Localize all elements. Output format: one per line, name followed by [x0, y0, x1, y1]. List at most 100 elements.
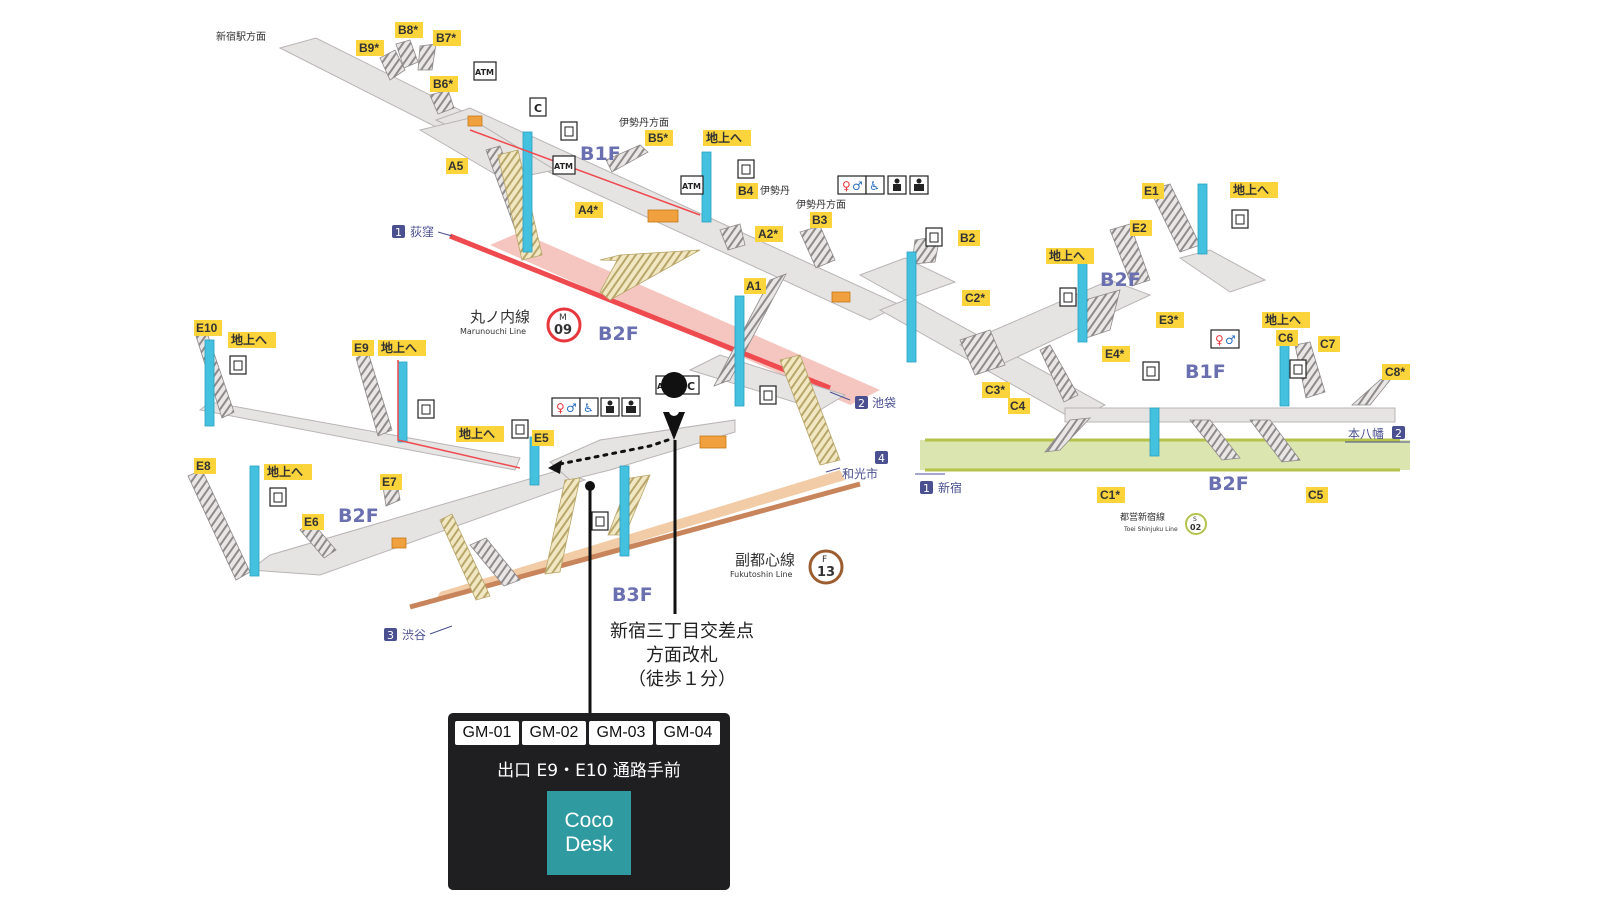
- svg-text:♀: ♀: [1215, 333, 1224, 347]
- svg-text:1: 1: [395, 226, 402, 239]
- svg-text:M: M: [559, 313, 567, 323]
- ground-exit-tag: 地上へ: [231, 332, 267, 347]
- baby-icon: [600, 397, 620, 417]
- ground-exit-tag: 地上へ: [1233, 182, 1269, 197]
- elevator-icon: [737, 159, 755, 179]
- toei-shinjuku-badge: 都営新宿線 Toei Shinjuku Line S 02: [1120, 511, 1207, 535]
- cocodesk-logo: Coco Desk: [547, 791, 631, 875]
- booth-codes: GM-01 GM-02 GM-03 GM-04: [455, 721, 720, 745]
- elevator-icon: [1289, 359, 1307, 379]
- svg-text:本八幡: 本八幡: [1348, 426, 1384, 441]
- callout-line-1: 新宿三丁目交差点: [610, 621, 754, 642]
- note-isetan: 伊勢丹: [760, 184, 790, 197]
- exit-tag: B4: [738, 184, 754, 198]
- svg-text:Toei Shinjuku Line: Toei Shinjuku Line: [1123, 526, 1178, 533]
- exit-tag: A5: [448, 159, 464, 173]
- shinjuku-platform: [920, 440, 1410, 470]
- exit-tag: B5*: [648, 131, 668, 145]
- fukutoshin-platform: [435, 470, 845, 602]
- svg-text:1: 1: [923, 482, 930, 495]
- red-passage-line: [469, 129, 701, 216]
- note-shinjuku-station: 新宿駅方面: [216, 30, 266, 43]
- svg-text:F: F: [822, 555, 827, 565]
- exit-tag: B8*: [398, 23, 418, 37]
- exit-tag: E6: [304, 515, 319, 529]
- exit-tag: B6*: [433, 77, 453, 91]
- location-pin-icon: [661, 372, 688, 440]
- svg-text:Marunouchi Line: Marunouchi Line: [460, 327, 526, 336]
- svg-text:13: 13: [817, 565, 835, 580]
- elevator-icon: [269, 487, 287, 507]
- toilet-icon: ♀ ♂: [1210, 329, 1240, 349]
- ticket-gates: [391, 115, 851, 549]
- exit-tag: A2*: [758, 227, 778, 241]
- accessible-toilet-icon: ♿: [865, 175, 885, 195]
- exit-tag: E4*: [1105, 347, 1125, 361]
- booth-code: GM-04: [656, 721, 720, 745]
- exit-tag: B2: [960, 231, 976, 245]
- direction-motoyawata: 本八幡 2: [1345, 426, 1410, 443]
- direction-shibuya: 3 渋谷: [384, 625, 453, 642]
- direction-ikebukuro: 2 池袋: [829, 391, 896, 410]
- marunouchi-track: [449, 233, 831, 391]
- booth-code: GM-01: [455, 721, 519, 745]
- accessible-toilet-icon: ♿: [579, 397, 599, 417]
- svg-text:♀: ♀: [556, 401, 565, 415]
- exit-tag: A1: [746, 279, 762, 293]
- route-arrow-icon: [548, 460, 562, 474]
- red-link-line: [397, 360, 521, 469]
- svg-text:C: C: [687, 380, 695, 393]
- elevator-icon: [1231, 209, 1249, 229]
- svg-text:C: C: [534, 102, 542, 115]
- floor-label: B2F: [338, 505, 379, 527]
- exit-tag: C6: [1278, 331, 1294, 345]
- floor-label: B2F: [1100, 269, 1141, 291]
- exit-tag: C4: [1010, 399, 1026, 413]
- exit-tag: B3: [812, 213, 828, 227]
- ground-exit-tag: 地上へ: [706, 130, 742, 145]
- svg-text:渋谷: 渋谷: [402, 628, 426, 642]
- exit-tag: B9*: [359, 41, 379, 55]
- svg-text:♀: ♀: [842, 179, 851, 193]
- exit-tag: B7*: [436, 31, 456, 45]
- logo-line-1: Coco: [564, 809, 614, 832]
- floor-label: B1F: [580, 143, 621, 165]
- svg-text:ATM: ATM: [475, 68, 494, 77]
- svg-text:新宿: 新宿: [938, 480, 962, 495]
- callout-line-2: 方面改札: [646, 645, 718, 666]
- phone-icon: C: [529, 97, 547, 117]
- svg-text:2: 2: [1395, 427, 1402, 440]
- elevator-icon: [1059, 287, 1077, 307]
- exit-tag: E3*: [1159, 313, 1179, 327]
- elevator-icon: [1142, 361, 1160, 381]
- exit-tag: C8*: [1385, 365, 1405, 379]
- svg-text:Fukutoshin Line: Fukutoshin Line: [730, 570, 793, 579]
- floor-label: B2F: [598, 323, 639, 345]
- exit-tag: E7: [382, 475, 397, 489]
- logo-line-2: Desk: [565, 833, 613, 856]
- exit-tag: A4*: [578, 203, 598, 217]
- floor-labels: B1F B2F B2F B3F B2F B1F B2F: [338, 143, 1249, 606]
- svg-text:丸ノ内線: 丸ノ内線: [470, 308, 530, 326]
- svg-text:2: 2: [858, 397, 865, 410]
- elevator-icon: [925, 227, 943, 247]
- ground-exit-tag: 地上へ: [1265, 312, 1301, 327]
- svg-text:♿: ♿: [869, 179, 880, 193]
- elevator-shafts: [204, 131, 1290, 577]
- exit-tag: E9: [354, 341, 369, 355]
- fukutoshin-badge: 副都心線 Fukutoshin Line F 13: [730, 549, 844, 585]
- station-office-icon: [621, 397, 641, 417]
- ground-exit-tag: 地上へ: [1049, 248, 1085, 263]
- ground-exit-tags: 地上へ 地上へ 地上へ 地上へ 地上へ 地上へ 地上へ 地上へ: [228, 130, 1310, 480]
- elevator-icon: [591, 511, 609, 531]
- elevator-icon: [511, 419, 529, 439]
- ground-exit-tag: 地上へ: [381, 340, 417, 355]
- baby-icon: [887, 175, 907, 195]
- elevator-icon: [560, 121, 578, 141]
- svg-text:都営新宿線: 都営新宿線: [1120, 511, 1165, 523]
- location-label: 出口 E9・E10 通路手前: [497, 761, 681, 781]
- exit-tag: E1: [1144, 184, 1159, 198]
- svg-text:S: S: [1193, 516, 1197, 523]
- exit-tag: C2*: [965, 291, 985, 305]
